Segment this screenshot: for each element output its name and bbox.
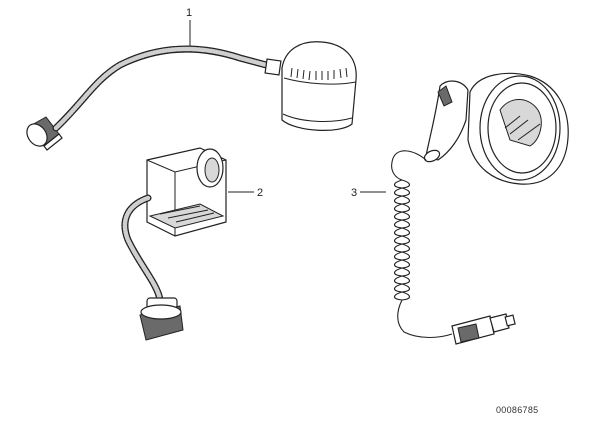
callout-1-label: 1 — [186, 7, 192, 19]
part-3-cigarette-plug — [451, 313, 516, 345]
part-1-vent-slots — [290, 67, 348, 81]
part-1-lamp-head — [264, 41, 357, 131]
part-2-magnet-base — [139, 297, 184, 341]
part-3-spotlight: 3 — [351, 72, 569, 345]
part-3-coiled-cable — [391, 150, 453, 339]
part-3-handle — [423, 80, 469, 163]
callout-2-label: 2 — [257, 187, 263, 199]
part-2-lamp-housing — [146, 147, 227, 237]
callout-3: 3 — [351, 187, 386, 199]
part-1-flex-arm — [52, 45, 274, 132]
callout-1: 1 — [186, 7, 192, 46]
part-1-gooseneck-lamp: 1 — [26, 7, 357, 151]
image-code: 00086785 — [496, 405, 538, 415]
part-2-flex-arm — [121, 194, 164, 304]
callout-2: 2 — [228, 187, 263, 199]
part-3-reflector-housing — [467, 72, 569, 185]
part-2-square-lamp: 2 — [121, 147, 263, 341]
callout-3-label: 3 — [351, 187, 357, 199]
part-1-magnet-base — [26, 116, 63, 151]
